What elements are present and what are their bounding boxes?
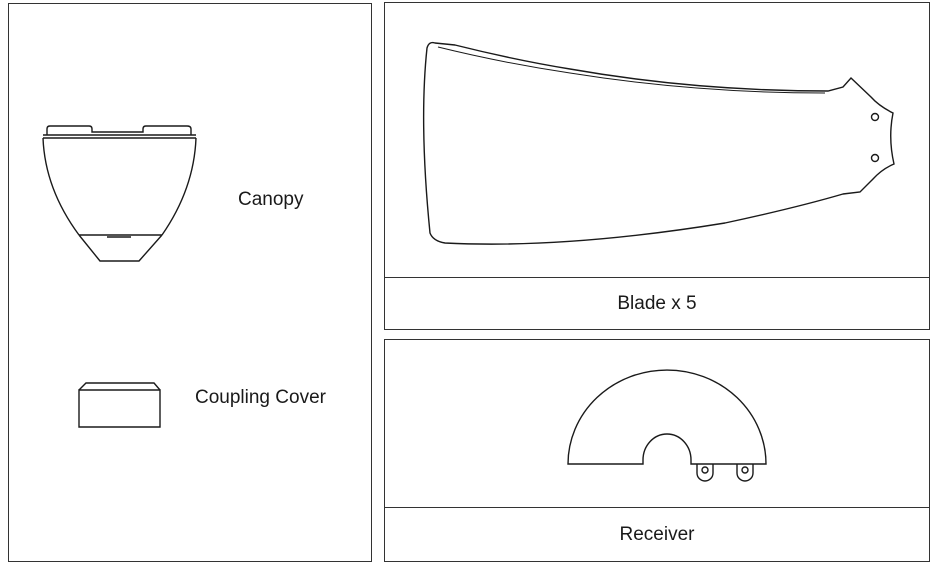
canopy-label: Canopy	[238, 189, 304, 210]
blade-caption: Blade x 5	[385, 277, 929, 329]
blade-label: Blade x 5	[617, 292, 697, 314]
parts-panel-left: Canopy Coupling Cover	[8, 3, 372, 562]
blade-icon	[385, 3, 931, 331]
receiver-panel: Receiver	[384, 339, 930, 562]
blade-panel: Blade x 5	[384, 2, 930, 330]
coupling-cover-label: Coupling Cover	[195, 387, 326, 408]
canopy-icon	[9, 4, 373, 563]
receiver-label: Receiver	[619, 523, 695, 545]
receiver-icon	[385, 340, 931, 563]
receiver-caption: Receiver	[385, 507, 929, 561]
coupling-cover-icon	[9, 4, 373, 563]
